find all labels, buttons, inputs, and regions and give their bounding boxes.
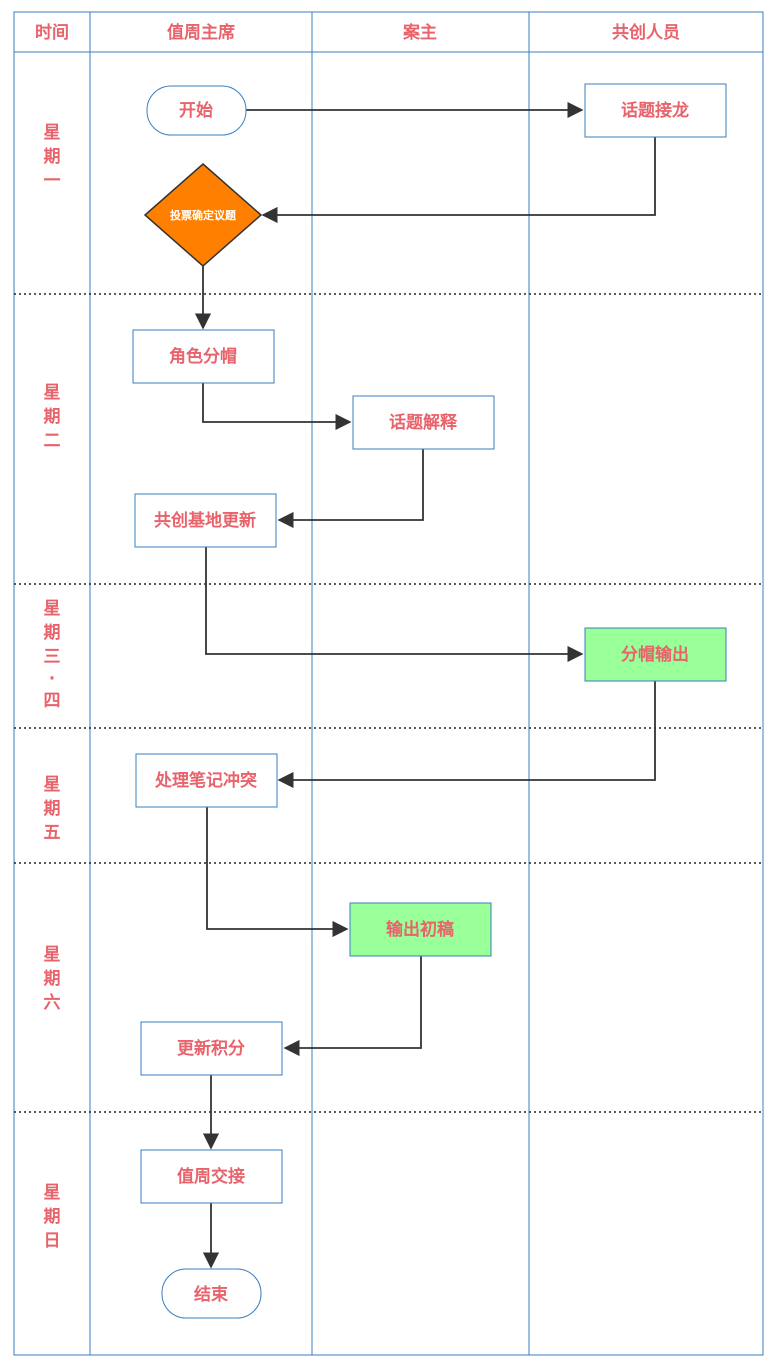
arrow-base-update-to-hat-output bbox=[205, 547, 584, 663]
end-node: 结束 bbox=[161, 1268, 262, 1319]
assign-hats-label: 角色分帽 bbox=[169, 346, 237, 367]
assign-hats-node: 角色分帽 bbox=[132, 329, 275, 384]
assign-hats-box bbox=[132, 329, 275, 384]
day-fri-char: 期 bbox=[44, 799, 61, 819]
arrow-topic-relay-to-vote bbox=[261, 137, 656, 224]
start-node: 开始 bbox=[146, 85, 247, 136]
topic-relay-label: 话题接龙 bbox=[621, 100, 689, 121]
base-update-label: 共创基地更新 bbox=[154, 510, 256, 531]
topic-relay-node: 话题接龙 bbox=[584, 83, 727, 138]
connectors bbox=[194, 101, 656, 1269]
day-label-tue: 星 期 二 bbox=[44, 383, 61, 451]
topic-explain-box bbox=[352, 395, 495, 450]
day-label-mon: 星 期 一 bbox=[44, 123, 61, 191]
day-wedthu-char: 四 bbox=[44, 691, 61, 711]
day-wedthu-char: 三 bbox=[44, 647, 61, 667]
day-mon-char: 星 bbox=[44, 123, 61, 143]
resolve-conflicts-node: 处理笔记冲突 bbox=[135, 753, 278, 808]
base-update-box bbox=[134, 493, 277, 548]
first-draft-node: 输出初稿 bbox=[349, 902, 492, 957]
vote-label: 投票确定议题 bbox=[170, 208, 237, 222]
day-sun-char: 星 bbox=[44, 1183, 61, 1203]
day-sat-char: 六 bbox=[44, 992, 61, 1013]
topic-explain-node: 话题解释 bbox=[352, 395, 495, 450]
update-points-node: 更新积分 bbox=[140, 1021, 283, 1076]
hat-output-node: 分帽输出 bbox=[584, 627, 727, 682]
day-label-sun: 星 期 日 bbox=[44, 1183, 61, 1251]
handover-node: 值周交接 bbox=[140, 1149, 283, 1204]
first-draft-box bbox=[349, 902, 492, 957]
arrow-topic-explain-to-base-update bbox=[277, 449, 424, 529]
header-owner: 案主 bbox=[402, 22, 437, 43]
arrow-hat-output-to-resolve-conflicts bbox=[277, 681, 656, 789]
start-label: 开始 bbox=[179, 100, 213, 121]
update-points-label: 更新积分 bbox=[177, 1038, 245, 1059]
day-fri-char: 五 bbox=[44, 823, 61, 843]
arrow-assign-hats-to-topic-explain bbox=[202, 383, 352, 431]
header-cocreators: 共创人员 bbox=[612, 22, 680, 43]
topic-relay-box bbox=[584, 83, 727, 138]
vote-decision: 投票确定议题 bbox=[143, 163, 263, 267]
vote-diamond bbox=[143, 163, 263, 267]
resolve-conflicts-label: 处理笔记冲突 bbox=[154, 770, 257, 791]
day-label-wedthu: 星 期 三 · 四 bbox=[44, 599, 61, 711]
day-label-sat: 星 期 六 bbox=[44, 945, 61, 1013]
header-chair: 值周主席 bbox=[167, 22, 235, 43]
start-terminator bbox=[146, 85, 247, 136]
day-wedthu-char: 星 bbox=[44, 599, 61, 619]
day-sat-char: 星 bbox=[44, 945, 61, 965]
day-sun-char: 日 bbox=[44, 1231, 61, 1251]
handover-box bbox=[140, 1149, 283, 1204]
day-wedthu-char: 期 bbox=[44, 623, 61, 643]
diagram-frame bbox=[13, 11, 764, 1356]
header-time: 时间 bbox=[35, 22, 69, 43]
day-sat-char: 期 bbox=[44, 969, 61, 989]
first-draft-label: 输出初稿 bbox=[386, 919, 454, 940]
day-mon-char: 期 bbox=[44, 147, 61, 167]
day-fri-char: 星 bbox=[44, 775, 61, 795]
day-tue-char: 期 bbox=[44, 407, 61, 427]
arrow-resolve-conflicts-to-first-draft bbox=[206, 807, 349, 938]
handover-label: 值周交接 bbox=[177, 1166, 245, 1187]
hat-output-label: 分帽输出 bbox=[621, 644, 689, 665]
day-tue-char: 二 bbox=[44, 431, 61, 451]
resolve-conflicts-box bbox=[135, 753, 278, 808]
day-sun-char: 期 bbox=[44, 1207, 61, 1227]
update-points-box bbox=[140, 1021, 283, 1076]
topic-explain-label: 话题解释 bbox=[389, 412, 458, 433]
end-terminator bbox=[161, 1268, 262, 1319]
day-tue-char: 星 bbox=[44, 383, 61, 403]
day-label-fri: 星 期 五 bbox=[44, 775, 61, 843]
end-label: 结束 bbox=[194, 1284, 228, 1305]
base-update-node: 共创基地更新 bbox=[134, 493, 277, 548]
arrow-first-draft-to-update-points bbox=[283, 956, 422, 1057]
hat-output-box bbox=[584, 627, 727, 682]
day-wedthu-char: · bbox=[49, 669, 55, 689]
day-mon-char: 一 bbox=[44, 171, 61, 191]
